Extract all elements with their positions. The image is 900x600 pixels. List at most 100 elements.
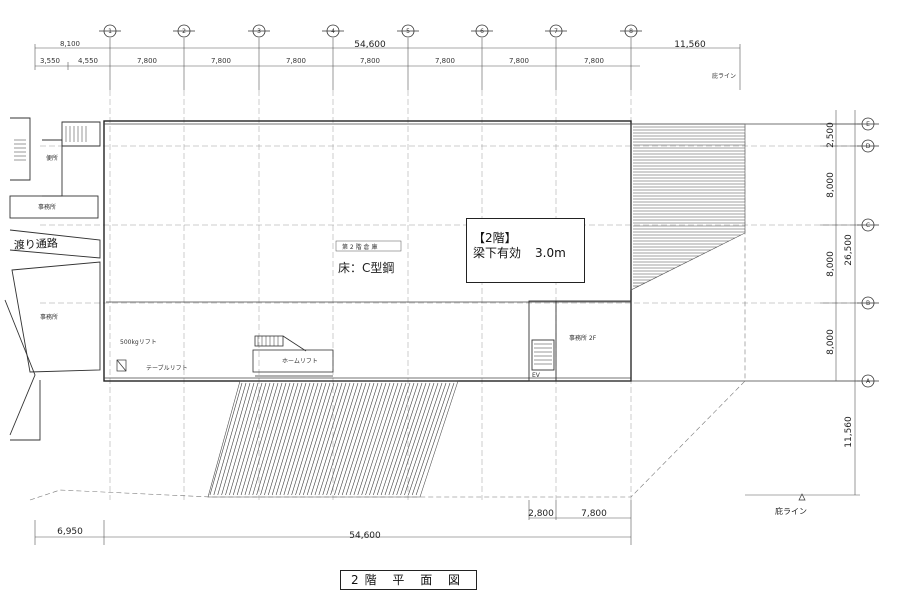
note-line-value: 3.0m <box>535 246 566 260</box>
hatch-line <box>380 382 419 496</box>
dim-top-11560: 11,560 <box>674 40 706 50</box>
hatch-line <box>365 382 403 496</box>
room-corridor: 渡り通路 <box>13 236 58 252</box>
office-2f-block <box>528 300 632 382</box>
hatch-line <box>392 382 431 496</box>
label-ev: EV <box>532 372 541 379</box>
grid-label-6: 6 <box>480 28 484 35</box>
home-lift-block <box>252 335 334 377</box>
dim-bottom-6950: 6,950 <box>57 527 83 537</box>
label-500kg-lift: 500kgリフト <box>120 339 157 346</box>
hatch-line <box>338 382 375 496</box>
grid-bubble-3 <box>248 24 270 38</box>
dim-top-8100: 8,100 <box>60 40 80 48</box>
warehouse-label-frame <box>335 240 402 252</box>
dim-bay-0: 3,550 <box>40 57 60 65</box>
hatched-canopy-right <box>630 123 746 291</box>
dim-right-11560: 11,560 <box>844 416 854 448</box>
dim-bay-5: 7,800 <box>360 57 380 65</box>
dim-right-8000-c: 8,000 <box>826 329 836 355</box>
hatch-line <box>384 382 423 496</box>
dim-bay-2: 7,800 <box>137 57 157 65</box>
hatch-line <box>314 382 351 496</box>
hatch-line <box>279 382 315 496</box>
grid-label-E: E <box>866 121 870 128</box>
hatch-line <box>411 382 451 496</box>
dim-bay-4: 7,800 <box>286 57 306 65</box>
hatch-line <box>287 382 323 496</box>
hatch-line <box>221 382 255 496</box>
hatch-line <box>334 382 371 496</box>
dim-right-2500: 2,500 <box>826 122 836 148</box>
dim-bay-3: 7,800 <box>211 57 231 65</box>
hatch-line <box>271 382 307 496</box>
grid-lines <box>40 90 860 500</box>
note-heading: 【2階】 <box>473 231 517 245</box>
grid-bubble-4 <box>322 24 344 38</box>
grid-bubble-7 <box>545 24 567 38</box>
grid-bubble-C <box>857 218 879 232</box>
grid-bubble-E <box>857 117 879 131</box>
hatch-line <box>283 382 319 496</box>
hatch-line <box>369 382 407 496</box>
hatch-line <box>256 382 291 496</box>
hatch-line <box>322 382 359 496</box>
lift-area <box>116 359 127 372</box>
row-grid-bubbles <box>857 117 879 388</box>
grid-bubble-5 <box>397 24 419 38</box>
hatch-line <box>326 382 363 496</box>
grid-label-D: D <box>866 143 871 150</box>
grid-label-C: C <box>866 222 870 229</box>
hatch-line <box>361 382 399 496</box>
dim-bottom-54600: 54,600 <box>349 531 381 541</box>
dim-bay-6: 7,800 <box>435 57 455 65</box>
hatch-line <box>376 382 415 496</box>
hatch-line <box>229 382 263 496</box>
room-office-upper: 事務所 <box>38 203 56 211</box>
hatch-line <box>295 382 331 496</box>
hatch-line <box>299 382 335 496</box>
hatch-line <box>252 382 287 496</box>
dim-bottom-2800: 2,800 <box>528 509 554 519</box>
hatch-line <box>400 382 439 496</box>
hatch-line <box>415 382 455 496</box>
grid-label-B: B <box>866 300 870 307</box>
hatch-line <box>357 382 395 496</box>
dim-bay-1: 4,550 <box>78 57 98 65</box>
hatch-line <box>396 382 435 496</box>
hatch-line <box>217 382 251 496</box>
hatch-line <box>373 382 411 496</box>
dim-bay-8: 7,800 <box>584 57 604 65</box>
hatch-line <box>345 382 383 496</box>
eaves-line-label-bottom: 庇ライン <box>775 506 807 516</box>
hatch-line <box>341 382 379 496</box>
lift-box <box>116 359 127 372</box>
hatch-line <box>213 382 247 496</box>
hatch-line <box>275 382 311 496</box>
label-table-lift: テーブルリフト <box>146 364 188 372</box>
hatch-line <box>264 382 299 496</box>
grid-bubble-6 <box>471 24 493 38</box>
grid-label-3: 3 <box>257 28 261 35</box>
home-lift-stair <box>257 336 279 346</box>
hatched-canopy-bottom <box>207 380 459 498</box>
bottom-dimension-lines <box>34 500 632 545</box>
top-dimension-lines <box>34 38 741 90</box>
hatch-line <box>306 382 343 496</box>
grid-label-2: 2 <box>182 28 186 35</box>
grid-bubble-8 <box>620 24 642 38</box>
grid-bubble-A <box>857 374 879 388</box>
hatch-line <box>310 382 347 496</box>
hatch-line <box>318 382 355 496</box>
hatch-line <box>236 382 271 496</box>
drawing-title: 2階 平 面 図 <box>340 570 477 590</box>
dim-bottom-7800: 7,800 <box>581 509 607 519</box>
grid-label-8: 8 <box>629 28 633 35</box>
grid-bubble-2 <box>173 24 195 38</box>
label-home-lift: ホームリフト <box>282 358 318 365</box>
grid-bubble-D <box>857 139 879 153</box>
room-office-2f: 事務所 2F <box>569 334 597 342</box>
